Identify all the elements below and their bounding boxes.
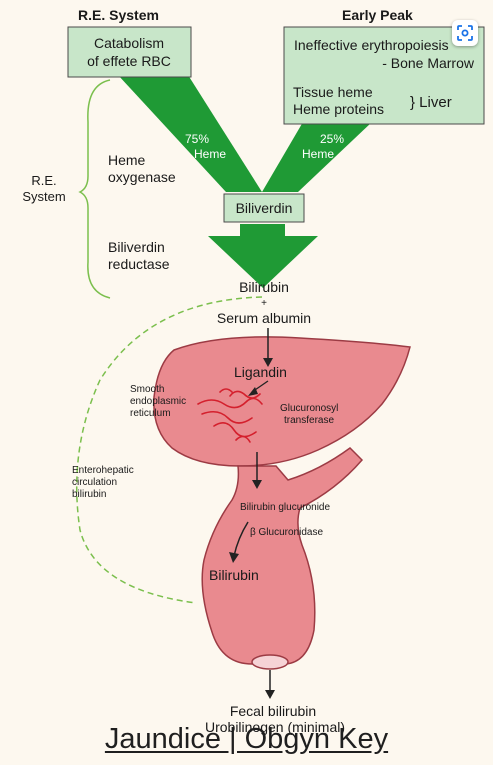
smooth-er-line-1: Smooth (130, 384, 164, 395)
catabolism-line-1: Catabolism (94, 35, 164, 51)
fecal-bilirubin-label: Fecal bilirubin (230, 703, 316, 719)
liver-organ (154, 337, 410, 466)
bilirubin-label: Bilirubin (239, 279, 289, 295)
plus-sign: + (261, 298, 267, 309)
liver-brace-label: } Liver (410, 94, 452, 111)
enterohepatic-line-3: bilirubin (72, 489, 106, 500)
catabolism-line-2: of effete RBC (87, 53, 171, 69)
enterohepatic-line-1: Enterohepatic (72, 465, 134, 476)
lens-glyph-icon (456, 24, 474, 42)
biliverdin-reductase-line-2: reductase (108, 256, 170, 272)
fecal-arrowhead (265, 690, 275, 699)
tissue-heme-line-1: Tissue heme (293, 84, 373, 100)
header-re-system: R.E. System (78, 7, 159, 23)
biliverdin-reductase-line-1: Biliverdin (108, 239, 165, 255)
right-arrow-percent: 25% (320, 132, 344, 146)
smooth-er-line-2: endoplasmic (130, 396, 186, 407)
header-early-peak: Early Peak (342, 7, 413, 23)
gut-bilirubin-label: Bilirubin (209, 567, 259, 583)
bile-duct-and-intestine (202, 448, 362, 664)
heme-oxygenase-line-1: Heme (108, 152, 146, 168)
right-arrow-heme: Heme (302, 147, 334, 161)
re-system-line-2: System (22, 189, 65, 204)
beta-glucuronidase-label: β Glucuronidase (250, 527, 323, 538)
re-system-line-1: R.E. (31, 173, 56, 188)
ineffective-line-2: - Bone Marrow (382, 55, 475, 71)
bilirubin-glucuronide-label: Bilirubin glucuronide (240, 502, 330, 513)
smooth-er-line-3: reticulum (130, 408, 171, 419)
enterohepatic-line-2: circulation (72, 477, 117, 488)
transferase-line-1: Glucuronosyl (280, 403, 338, 414)
transferase-line-2: transferase (284, 415, 334, 426)
left-arrow-percent: 75% (185, 132, 209, 146)
heme-oxygenase-line-2: oxygenase (108, 169, 176, 185)
caption-link[interactable]: Jaundice | Obgyn Key (0, 723, 493, 756)
biliverdin-label: Biliverdin (236, 200, 293, 216)
serum-albumin-label: Serum albumin (217, 310, 311, 326)
intestine-opening (252, 655, 288, 669)
ligandin-label: Ligandin (234, 364, 287, 380)
ineffective-line-1: Ineffective erythropoiesis (294, 37, 449, 53)
left-arrow-heme: Heme (194, 147, 226, 161)
lens-search-icon[interactable] (452, 20, 478, 46)
re-system-brace (80, 80, 110, 298)
tissue-heme-line-2: Heme proteins (293, 101, 384, 117)
